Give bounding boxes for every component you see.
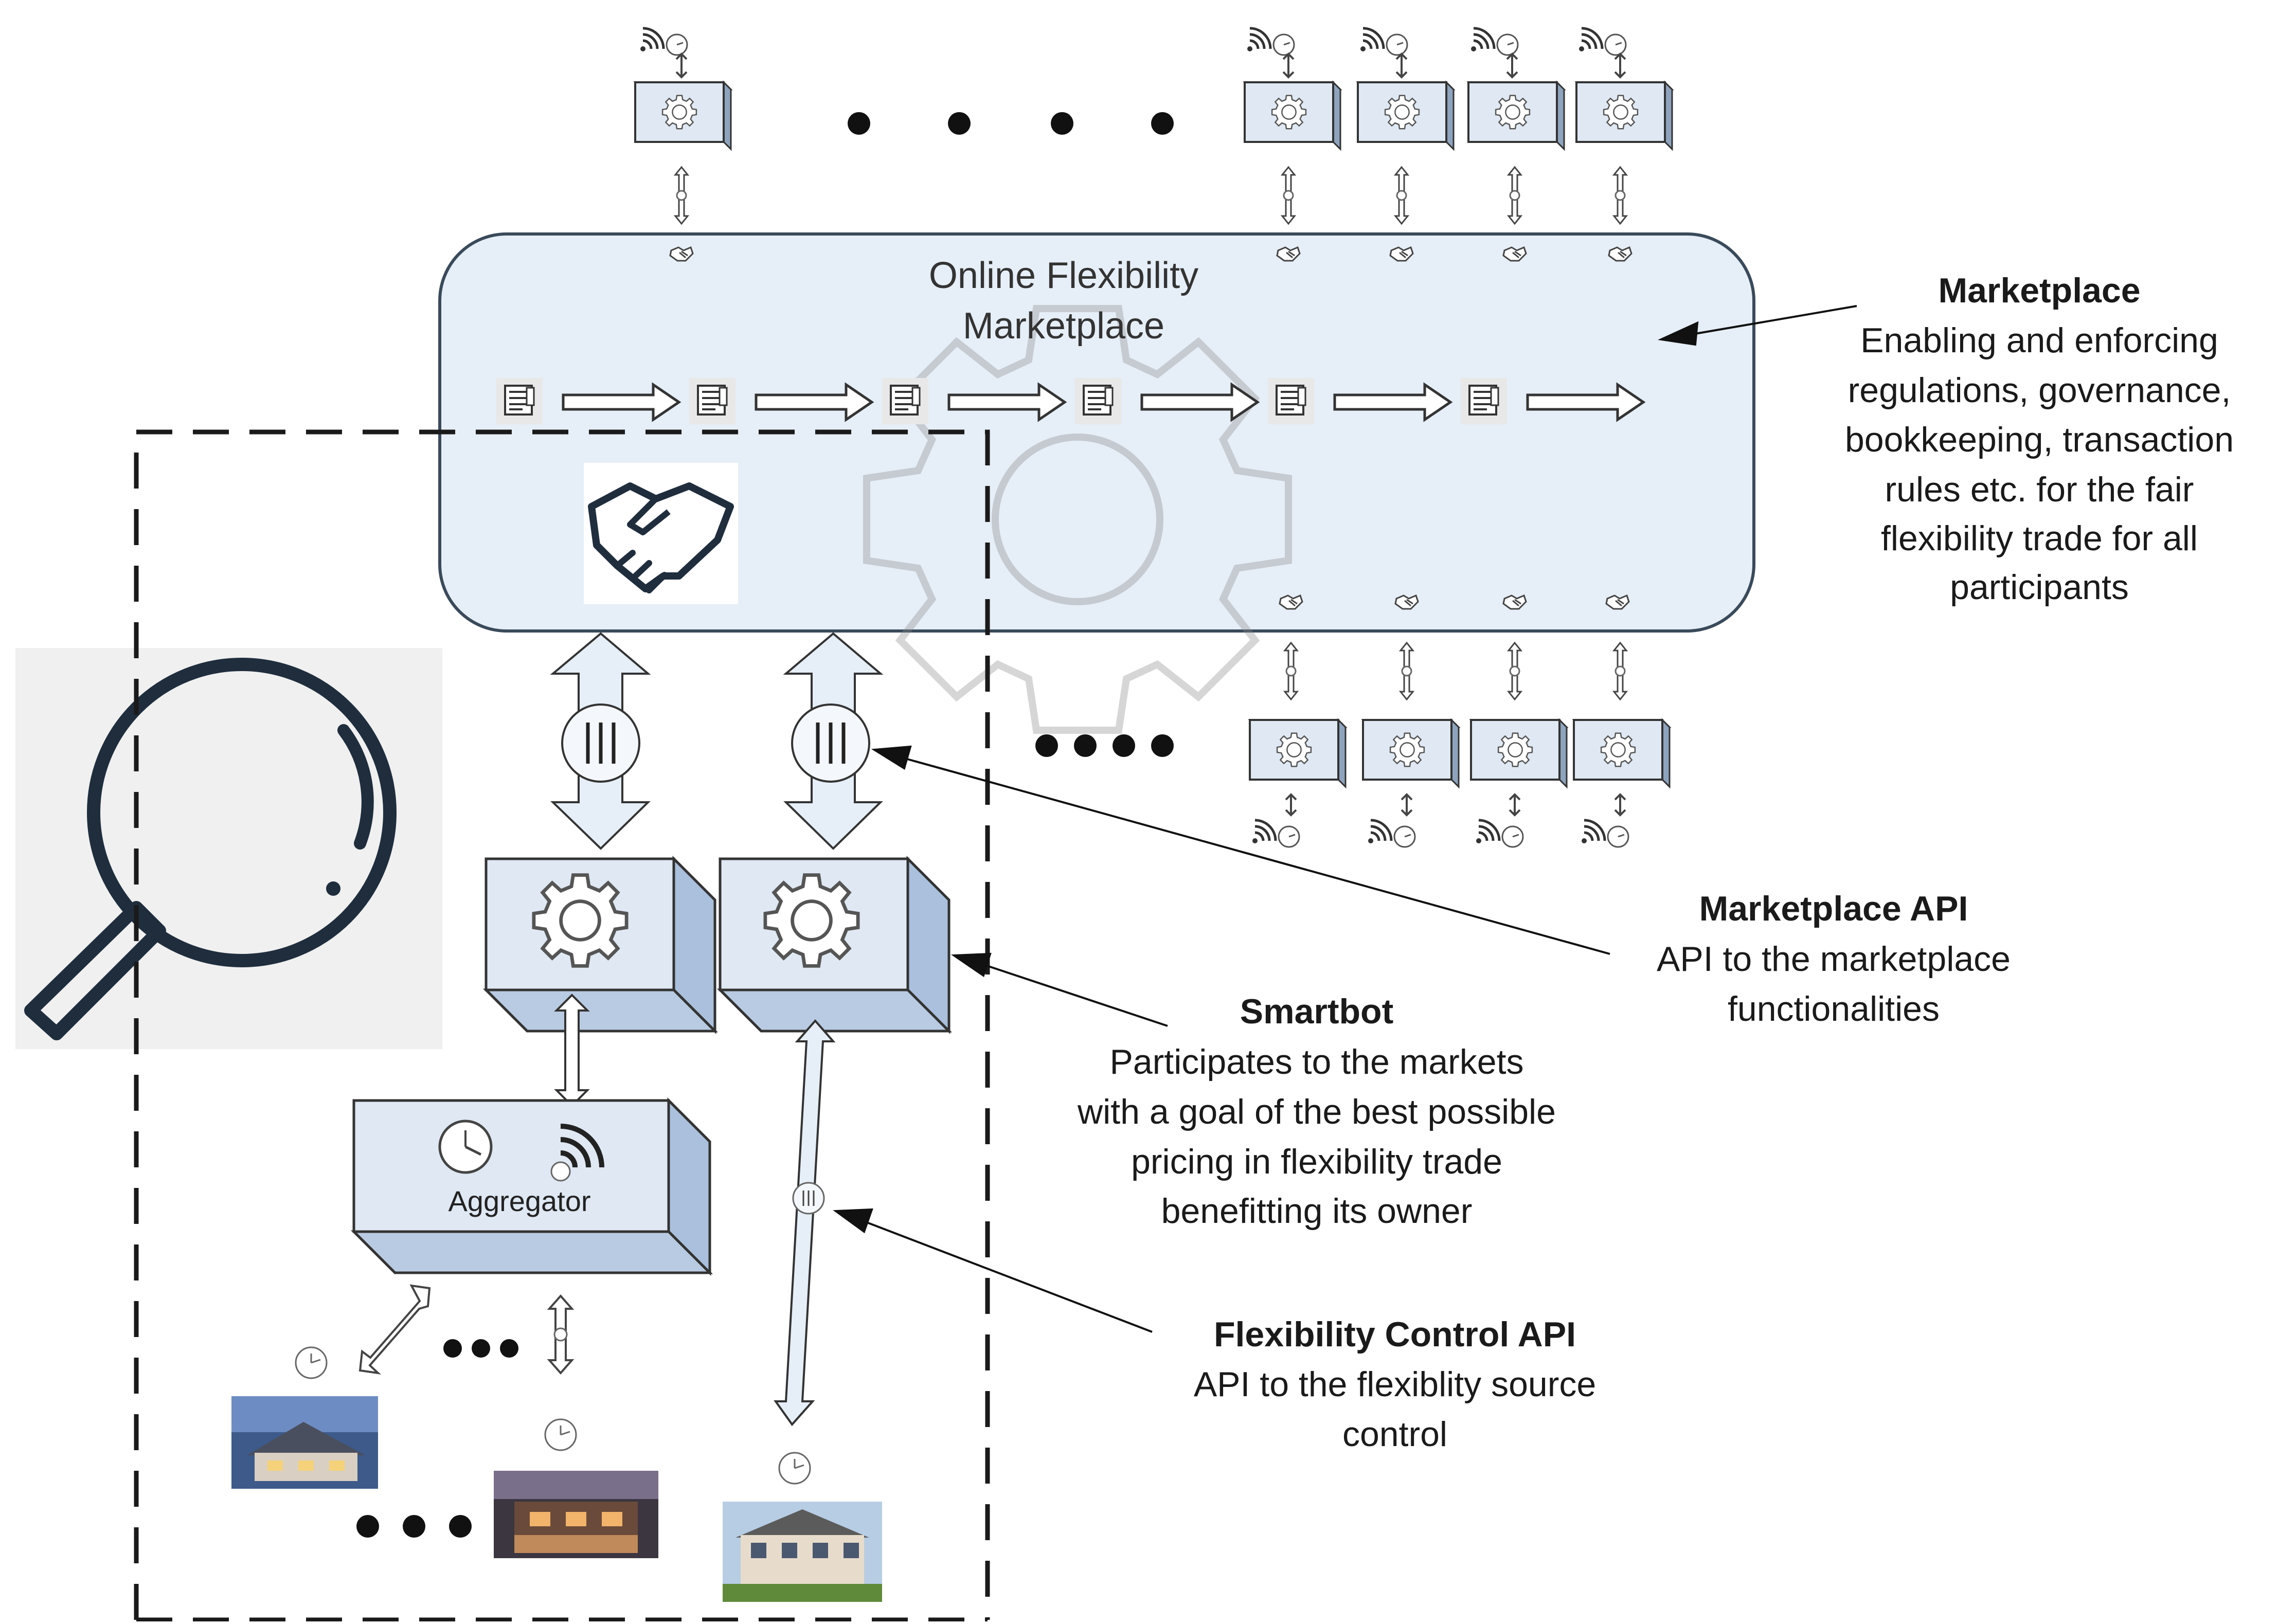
device-cube bbox=[1245, 82, 1340, 149]
signal-icon bbox=[550, 1124, 604, 1182]
annotation-line: with a goal of the best possible bbox=[1077, 1092, 1556, 1131]
ledger-icon bbox=[688, 377, 737, 425]
ledger-icon bbox=[495, 377, 544, 425]
annotation-title: Marketplace API bbox=[1699, 889, 1968, 928]
annotation-line: regulations, governance, bbox=[1848, 371, 2231, 410]
annotation-title: Smartbot bbox=[1240, 992, 1393, 1031]
marketplace-box: Online Flexibility Marketplace bbox=[438, 232, 1755, 734]
ellipsis-top bbox=[848, 112, 1174, 135]
aggregator-box: Aggregator bbox=[350, 1097, 713, 1276]
top-devices bbox=[635, 28, 1672, 225]
meter-icon bbox=[544, 1418, 577, 1451]
flex-control-arrow bbox=[774, 1019, 836, 1427]
annotation-line: benefitting its owner bbox=[1161, 1192, 1473, 1231]
annotation-line: control bbox=[1342, 1415, 1447, 1454]
magnifier-panel bbox=[15, 648, 442, 1049]
api-connector-icon bbox=[791, 703, 870, 783]
device-cube bbox=[635, 82, 731, 149]
aggregator-label: Aggregator bbox=[448, 1185, 590, 1217]
device-cube bbox=[1576, 82, 1672, 149]
meter-icon bbox=[778, 1452, 811, 1485]
annotation-line: rules etc. for the fair bbox=[1885, 470, 2194, 509]
annotation-smartbot: Smartbot Participates to the markets wit… bbox=[1077, 992, 1556, 1231]
ledger-chain bbox=[495, 377, 1646, 425]
device-cube bbox=[1574, 720, 1670, 787]
bottom-devices bbox=[1035, 642, 1670, 847]
house-icon bbox=[723, 1502, 882, 1602]
device-cube bbox=[1363, 720, 1459, 787]
annotation-line: API to the flexiblity source bbox=[1194, 1365, 1596, 1404]
api-connector-icon bbox=[561, 703, 640, 783]
annotation-flexibility-control-api: Flexibility Control API API to the flexi… bbox=[1194, 1315, 1596, 1454]
marketplace-title-line1: Online Flexibility bbox=[929, 255, 1198, 296]
marketplace-api-arrows bbox=[550, 632, 884, 850]
ellipsis-right bbox=[1035, 734, 1174, 757]
meter-icon bbox=[295, 1346, 328, 1379]
annotation-line: pricing in flexibility trade bbox=[1131, 1142, 1502, 1181]
ellipsis-homes-2 bbox=[356, 1515, 472, 1538]
gear-icon bbox=[534, 875, 626, 966]
annotation-title: Marketplace bbox=[1938, 271, 2140, 310]
ledger-icon bbox=[1460, 377, 1508, 425]
house-icon bbox=[494, 1471, 658, 1558]
device-cube bbox=[1471, 720, 1567, 787]
magnifier-icon bbox=[24, 658, 397, 1040]
ellipsis-homes-1 bbox=[443, 1339, 518, 1358]
smartbot-cube bbox=[482, 855, 719, 1035]
gear-icon bbox=[765, 875, 858, 966]
chain-arrows bbox=[562, 382, 1646, 422]
device-cube bbox=[1358, 82, 1454, 149]
annotation-line: Enabling and enforcing bbox=[1860, 321, 2218, 360]
ledger-icon bbox=[1267, 377, 1315, 425]
annotation-marketplace-api: Marketplace API API to the marketplace f… bbox=[1657, 889, 2011, 1028]
annotation-title: Flexibility Control API bbox=[1214, 1315, 1576, 1354]
ledger-icon bbox=[881, 377, 929, 425]
smartbot-cube bbox=[716, 855, 953, 1035]
annotation-pointers bbox=[833, 305, 1857, 1333]
device-cube bbox=[1468, 82, 1564, 149]
marketplace-title-line2: Marketplace bbox=[963, 305, 1164, 347]
handshake-icon bbox=[584, 463, 738, 604]
ledger-icon bbox=[1074, 377, 1122, 425]
annotation-line: bookkeeping, transaction bbox=[1845, 420, 2234, 459]
meter-icon bbox=[438, 1120, 493, 1174]
smartbot-owner-boundary bbox=[134, 429, 990, 1620]
annotation-line: API to the marketplace bbox=[1657, 940, 2011, 979]
annotation-line: participants bbox=[1950, 568, 2129, 607]
device-cube bbox=[1250, 720, 1346, 787]
annotation-marketplace: Marketplace Enabling and enforcing regul… bbox=[1845, 271, 2234, 607]
annotation-line: functionalities bbox=[1728, 989, 1940, 1028]
house-icon bbox=[231, 1396, 378, 1489]
annotation-line: flexibility trade for all bbox=[1881, 519, 2198, 558]
annotation-line: Participates to the markets bbox=[1109, 1042, 1523, 1081]
